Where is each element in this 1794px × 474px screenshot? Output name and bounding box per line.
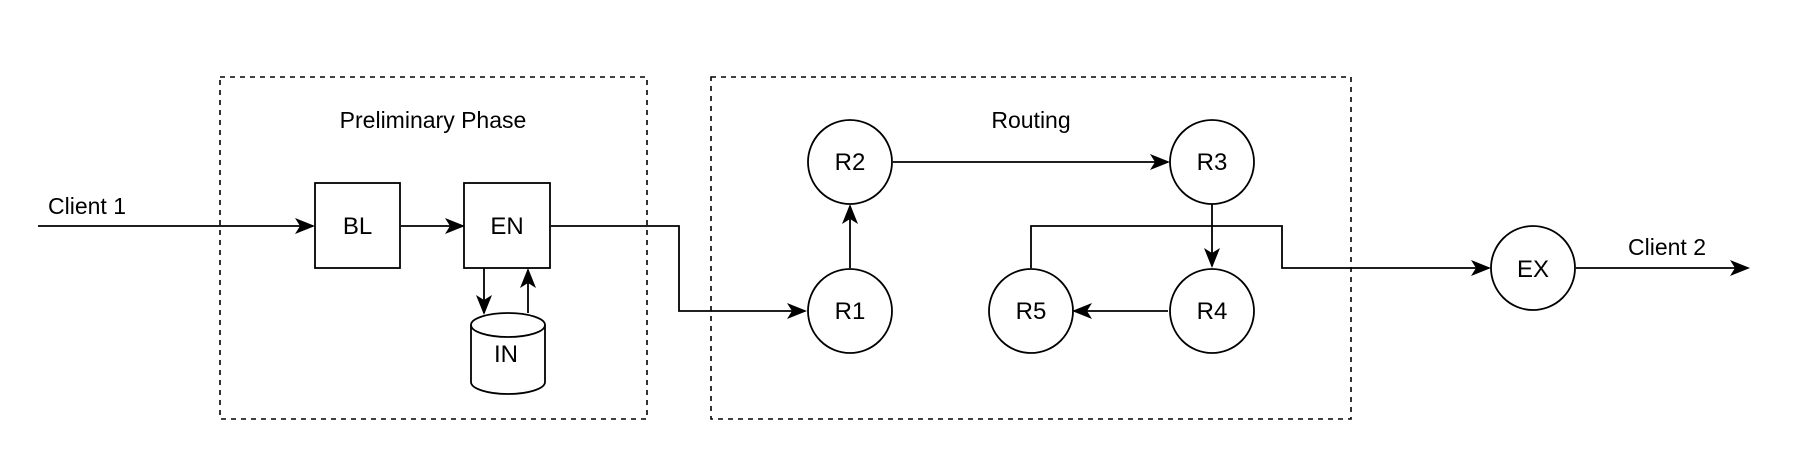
node-label-ex: EX: [1517, 256, 1549, 283]
node-r1: R1: [807, 268, 893, 354]
node-r2: R2: [807, 119, 893, 205]
group-routing: Routing: [710, 76, 1352, 420]
endpoint-label-client-in: Client 1: [48, 193, 126, 219]
node-label-r3: R3: [1197, 149, 1228, 176]
node-bl: BL: [314, 182, 401, 269]
node-r5: R5: [988, 268, 1074, 354]
group-preliminary-phase: Preliminary Phase: [219, 76, 648, 420]
edge-r5-to-ex: [1030, 225, 1491, 276]
node-ex: EX: [1490, 225, 1576, 311]
edges: [38, 154, 1750, 319]
node-label-bl: BL: [343, 213, 372, 240]
edge-en-to-r1: [551, 225, 807, 319]
node-label-r4: R4: [1197, 298, 1228, 325]
endpoint-label-client-out: Client 2: [1628, 234, 1706, 260]
node-in-database: IN: [470, 312, 546, 395]
node-label-in: IN: [494, 341, 518, 368]
node-label-r5: R5: [1016, 298, 1047, 325]
node-r3: R3: [1169, 119, 1255, 205]
node-en: EN: [463, 182, 551, 269]
group-label-routing: Routing: [991, 107, 1070, 133]
node-r4: R4: [1169, 268, 1255, 354]
node-label-en: EN: [490, 213, 523, 240]
node-label-r2: R2: [835, 149, 866, 176]
group-label-preliminary: Preliminary Phase: [340, 107, 527, 133]
node-label-r1: R1: [835, 298, 866, 325]
